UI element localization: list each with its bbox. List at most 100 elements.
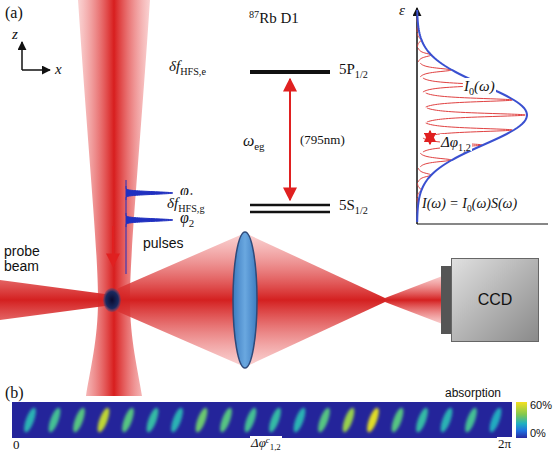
label-group: 5P1/2 — [338, 61, 369, 78]
fringe — [438, 406, 454, 433]
pump-beam — [78, 0, 150, 396]
label-group: 5S1/2 — [338, 197, 369, 214]
figure-label: HFS,g — [178, 203, 204, 214]
probe-beam-camera — [385, 275, 445, 325]
intensity-axis — [417, 223, 548, 224]
fringe — [22, 406, 38, 433]
figure-label: 5P — [339, 61, 355, 78]
camera-label: CCD — [478, 291, 513, 309]
camera-face — [441, 266, 451, 334]
figure-label: δf — [167, 195, 178, 212]
figure-label: 2 — [189, 218, 194, 230]
figure-label: Δφ — [251, 436, 266, 450]
fringe — [267, 406, 283, 433]
excited-level — [250, 70, 330, 74]
label-group: 60% — [529, 399, 553, 411]
figure-label: Rb D1 — [259, 10, 299, 27]
figure-label: ε — [399, 2, 405, 18]
fringe — [169, 406, 185, 433]
comb-line — [420, 153, 451, 167]
ground-level — [250, 211, 330, 214]
figure-label: 0% — [530, 427, 546, 439]
figure-label: I(ω) = I — [422, 196, 467, 211]
figure-label: 5S — [339, 197, 355, 214]
figure-label: probe beam — [4, 243, 40, 274]
figure-label: 1,2 — [458, 142, 471, 153]
figure-label: 2π — [498, 436, 511, 451]
comb-line — [418, 48, 431, 62]
transition-arrow — [289, 79, 291, 200]
camera-box: CCD — [451, 258, 539, 342]
label-group: Δφ1,2 — [440, 134, 472, 151]
fringe — [144, 406, 160, 433]
probe-beam-focus — [245, 233, 385, 367]
comb-line — [427, 108, 525, 122]
figure-label: eg — [254, 141, 264, 153]
comb-line — [418, 168, 431, 182]
fringe — [316, 406, 332, 433]
figure-label: 0 — [469, 86, 474, 97]
label-group: absorption — [444, 387, 502, 400]
propagation-arrow — [112, 226, 114, 266]
fringe — [242, 406, 258, 433]
label-group: δfHFS,g — [166, 195, 205, 212]
fringe — [71, 406, 87, 433]
figure-label: δf — [169, 58, 180, 75]
label-group: z — [11, 26, 19, 43]
energy-axis — [416, 8, 418, 224]
figure-label: z — [12, 26, 18, 42]
x-axis — [22, 69, 50, 71]
absorption-image — [12, 402, 512, 438]
z-axis — [21, 42, 23, 70]
fringe — [365, 406, 381, 433]
figure-label: (a) — [5, 4, 23, 21]
label-group: 0% — [529, 427, 547, 439]
comb-line — [420, 63, 451, 77]
figure-label: absorption — [445, 386, 501, 400]
label-group: I(ω) = I0(ω)S(ω) — [421, 196, 518, 211]
fringe — [46, 406, 62, 433]
fringe — [120, 406, 136, 433]
figure-label: 1,2 — [270, 443, 281, 452]
label-group: x — [54, 61, 63, 78]
probe-beam — [0, 233, 245, 367]
figure-label: x — [55, 61, 62, 77]
fringe — [291, 406, 307, 433]
figure-label: Δφ — [441, 134, 458, 151]
fringe — [340, 406, 356, 433]
label-group: δfHFS,e — [168, 58, 207, 75]
figure-label: I — [464, 78, 469, 95]
label-group: 2π — [497, 437, 512, 451]
fringe — [95, 406, 111, 433]
label-group: I0(ω) — [463, 78, 496, 95]
label-group: 87Rb D1 — [248, 10, 300, 27]
label-group: Δφc1,2 — [250, 436, 282, 450]
figure-label: (795nm) — [300, 132, 345, 147]
atom-cloud — [103, 288, 121, 312]
fringe — [193, 406, 209, 433]
label-group: (b) — [4, 384, 25, 402]
figure-label: 60% — [530, 399, 552, 411]
figure-label: (ω)S(ω) — [472, 196, 517, 211]
label-group: ε — [398, 2, 406, 19]
colorbar — [516, 402, 527, 438]
envelope-curve — [417, 10, 527, 222]
spacing-arrow — [429, 131, 431, 144]
figure-label: 1/2 — [355, 205, 368, 216]
pulse — [126, 213, 173, 227]
figure-label: (ω) — [474, 78, 495, 95]
label-group: probe beam — [3, 244, 53, 275]
label-group: ωeg — [242, 132, 266, 150]
figure-label: c — [266, 436, 270, 446]
fringe — [218, 406, 234, 433]
figure-label: (b) — [5, 384, 24, 401]
comb-line — [426, 93, 513, 107]
fringe — [487, 406, 503, 433]
figure-label: 1/2 — [355, 69, 368, 80]
figure-label: 87 — [249, 9, 259, 20]
label-group: (a) — [4, 4, 24, 22]
figure-label: 0 — [467, 204, 472, 214]
label-group: pulses — [142, 236, 184, 251]
